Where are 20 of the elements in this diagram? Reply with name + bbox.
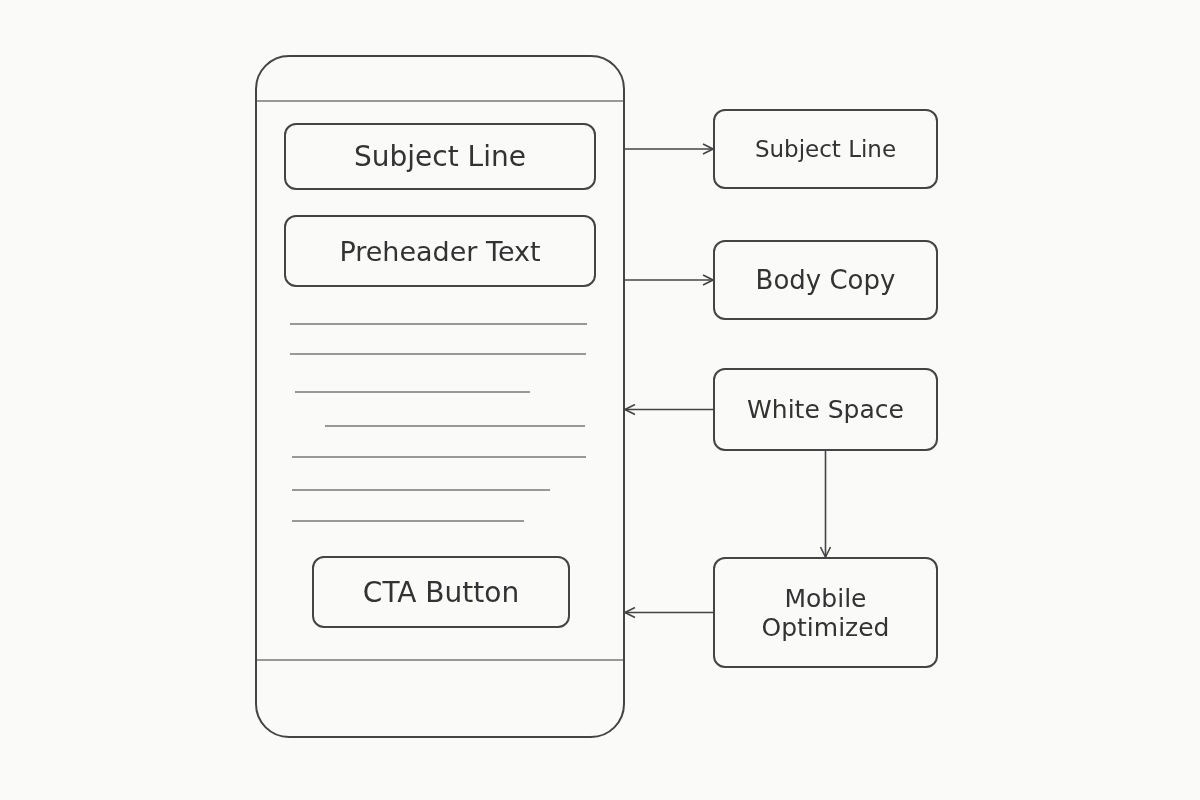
box-label: CTA Button bbox=[361, 575, 521, 609]
arrow bbox=[624, 403, 714, 416]
email-section-box bbox=[284, 123, 596, 190]
label-box bbox=[713, 109, 938, 189]
box-label: Body Copy bbox=[754, 265, 897, 295]
email-section-box bbox=[284, 215, 596, 287]
box-label: Mobile Optimized bbox=[760, 583, 891, 642]
box-label: Subject Line bbox=[753, 136, 898, 162]
box-label: White Space bbox=[746, 395, 905, 424]
label-box bbox=[713, 557, 938, 668]
label-box bbox=[713, 368, 938, 451]
box-label: Subject Line bbox=[353, 140, 527, 173]
arrow bbox=[624, 143, 714, 155]
label-box bbox=[713, 240, 938, 320]
phone-outline bbox=[255, 55, 625, 738]
arrow bbox=[624, 274, 714, 286]
arrow bbox=[624, 606, 714, 619]
arrow bbox=[819, 450, 832, 558]
box-label: Preheader Text bbox=[338, 235, 542, 267]
email-section-box bbox=[312, 556, 570, 628]
